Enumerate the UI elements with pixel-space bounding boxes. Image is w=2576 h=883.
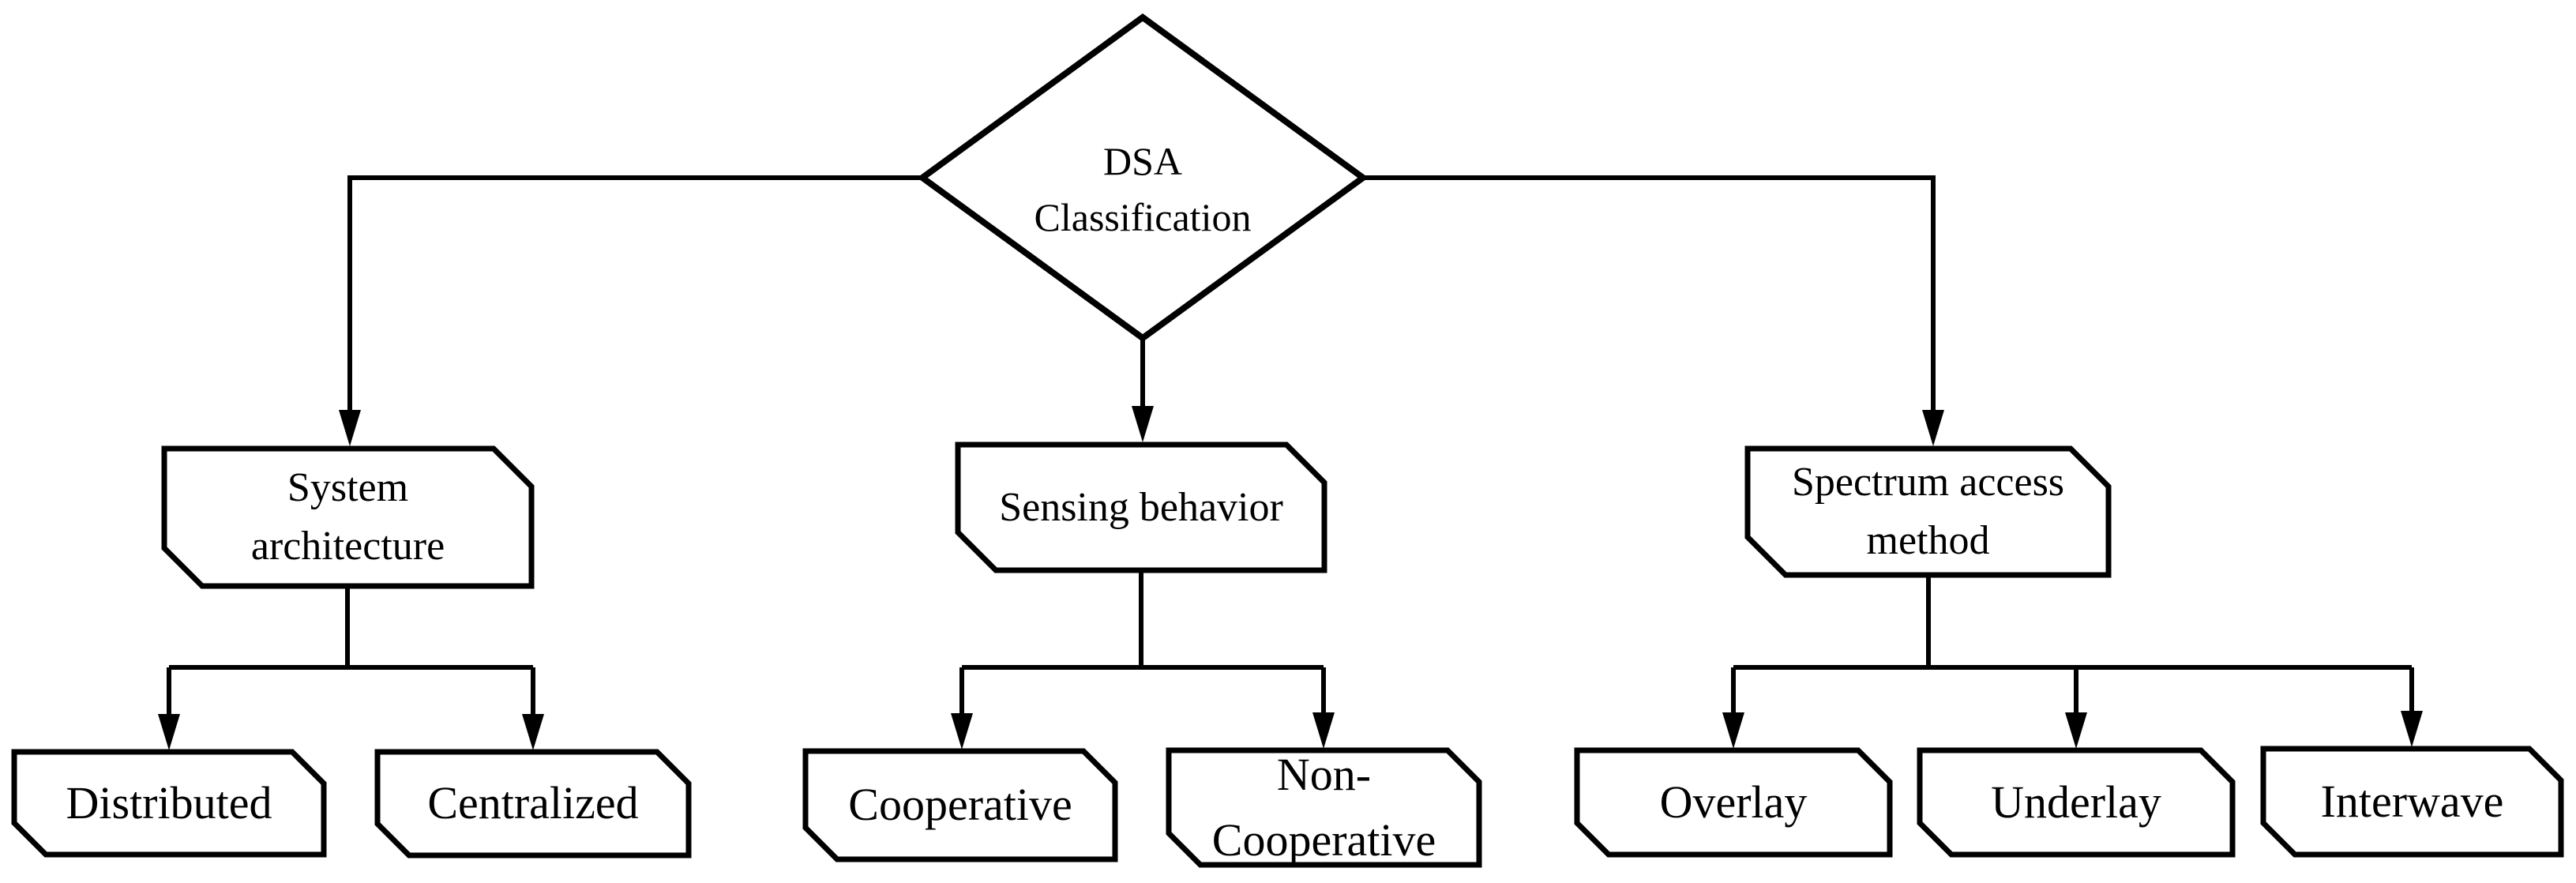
interwave-box (2260, 746, 2564, 858)
connector-sensing-behavior-children (959, 570, 1326, 714)
system-architecture-box (161, 445, 535, 589)
arrowhead-overlay (1722, 712, 1744, 749)
arrowhead-underlay (2065, 712, 2087, 749)
arrowhead-interwave (2401, 711, 2423, 747)
connector-root-to-system-architecture (347, 175, 922, 411)
arrowhead-system-architecture (339, 410, 361, 446)
arrowhead-sensing-behavior (1132, 406, 1154, 442)
overlay-box (1574, 747, 1893, 858)
arrowhead-spectrum-access (1922, 410, 1944, 446)
arrowhead-cooperative (951, 713, 973, 750)
centralized-box (374, 749, 692, 859)
connector-spectrum-access-children (1731, 575, 2414, 714)
cooperative-box (802, 748, 1118, 862)
sensing-behavior-box (955, 442, 1327, 573)
arrowhead-distributed (158, 714, 180, 750)
arrowhead-centralized (522, 714, 544, 750)
connector-system-architecture-children (167, 586, 535, 716)
non-cooperative-box (1166, 747, 1482, 868)
distributed-box (11, 749, 327, 858)
spectrum-access-box (1744, 445, 2112, 578)
underlay-box (1917, 747, 2236, 858)
connector-root-to-spectrum-access (1363, 175, 1936, 411)
root-diamond-shape (917, 13, 1369, 342)
arrowhead-non-cooperative (1312, 712, 1335, 749)
